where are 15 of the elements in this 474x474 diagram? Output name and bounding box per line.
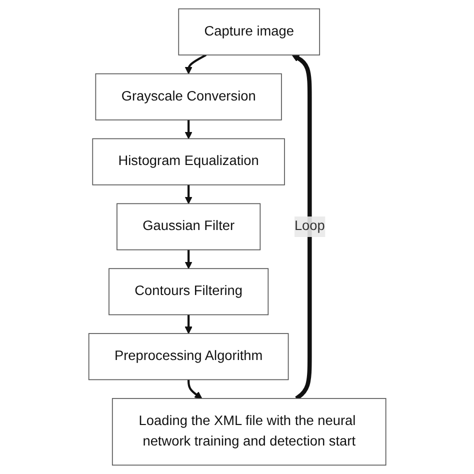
- arrow: [184, 184, 192, 204]
- arrow: [184, 54, 206, 74]
- arrow: [184, 250, 192, 269]
- node-box: Gaussian Filter: [116, 203, 260, 250]
- edge-label: Loop: [294, 219, 325, 234]
- node-box: Contours Filtering: [108, 268, 268, 316]
- node-box: Histogram Equalization: [92, 138, 285, 186]
- arrow: [291, 54, 312, 400]
- node-box: Loading the XML file with the neural network training and detection start: [112, 398, 386, 466]
- node-box: Capture image: [178, 8, 320, 56]
- arrow: [184, 314, 192, 334]
- node-box: Preprocessing Algorithm: [88, 333, 288, 380]
- node-box: Grayscale Conversion: [94, 73, 282, 120]
- arrow: [184, 120, 192, 140]
- arrow: [187, 380, 202, 399]
